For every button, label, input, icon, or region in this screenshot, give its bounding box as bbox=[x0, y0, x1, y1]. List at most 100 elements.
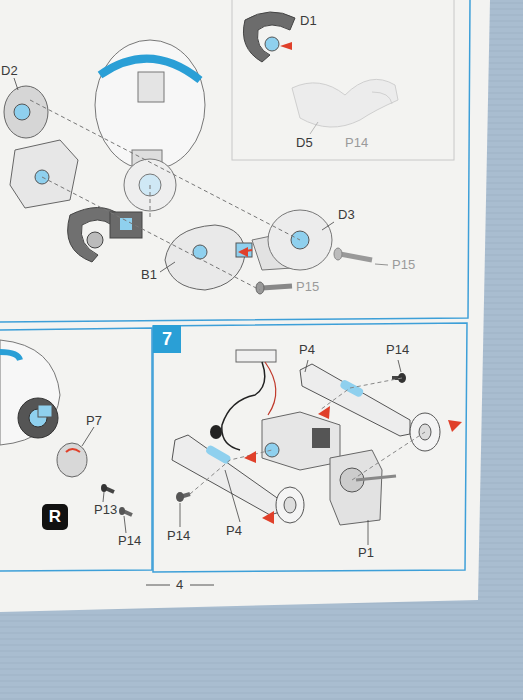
leader-line bbox=[160, 262, 175, 272]
part-label: D2 bbox=[1, 64, 18, 78]
page-number: 4 bbox=[176, 578, 183, 592]
part-label: P4 bbox=[226, 524, 242, 538]
sphere-shell bbox=[0, 340, 60, 445]
guide-line bbox=[320, 378, 402, 410]
inset-parts bbox=[243, 12, 398, 127]
gear-disc bbox=[18, 398, 58, 438]
red-arrowhead bbox=[262, 511, 274, 524]
panel-borders bbox=[0, 0, 470, 572]
step-7-parts bbox=[172, 350, 462, 545]
sphere-hub bbox=[138, 72, 164, 102]
leader-line bbox=[103, 492, 104, 502]
d1-hook bbox=[243, 12, 295, 62]
b1-screw bbox=[256, 282, 292, 294]
wheel-hub bbox=[284, 497, 296, 513]
part-label: D3 bbox=[338, 208, 355, 222]
part-label: D5 bbox=[296, 136, 313, 150]
guide-line bbox=[190, 450, 272, 494]
shell-body bbox=[165, 225, 245, 290]
panel-border bbox=[0, 0, 470, 322]
gear-body bbox=[4, 86, 48, 138]
leader-line bbox=[180, 503, 181, 527]
red-arrowhead bbox=[244, 451, 256, 463]
guide-line bbox=[42, 177, 260, 290]
leader-line bbox=[124, 516, 126, 533]
servo-wire bbox=[222, 362, 265, 450]
leader-line bbox=[375, 264, 388, 265]
guide-lines bbox=[30, 100, 300, 290]
guide-lines bbox=[190, 378, 425, 494]
part-label: P14 bbox=[118, 534, 141, 548]
badge-text: 7 bbox=[162, 329, 172, 350]
guide-line bbox=[352, 432, 425, 480]
screw-head bbox=[176, 492, 184, 502]
p4-wheel bbox=[276, 487, 304, 523]
panel-border bbox=[0, 328, 152, 571]
leader-line bbox=[225, 470, 240, 522]
paper-sheet bbox=[0, 0, 490, 612]
screw-shaft bbox=[340, 254, 372, 260]
blue-band bbox=[0, 352, 20, 360]
screw-head bbox=[334, 248, 342, 260]
wire-plug bbox=[210, 425, 222, 439]
p4-arm bbox=[172, 435, 280, 515]
part-label: D1 bbox=[300, 14, 317, 28]
badge-text: R bbox=[49, 507, 61, 527]
panel-border bbox=[153, 323, 467, 572]
axle-rod bbox=[356, 476, 396, 480]
part-label: P15 bbox=[392, 258, 415, 272]
servo-shaft bbox=[265, 443, 279, 457]
p15-screw bbox=[334, 248, 372, 260]
servo-wire bbox=[265, 362, 276, 415]
leader-line bbox=[14, 78, 18, 90]
p1-frame bbox=[330, 450, 382, 525]
axle bbox=[38, 405, 52, 417]
clamp-socket bbox=[120, 218, 132, 230]
part-label: P7 bbox=[86, 414, 102, 428]
leader-line bbox=[322, 222, 334, 230]
bracket-body bbox=[10, 140, 78, 208]
d5-detail bbox=[372, 92, 392, 104]
servo-tab bbox=[312, 428, 330, 448]
inset-frame bbox=[232, 0, 454, 160]
screw-head bbox=[119, 507, 125, 515]
screw-shaft bbox=[262, 286, 292, 288]
p7-disc bbox=[57, 443, 87, 477]
step-r-parts bbox=[0, 340, 132, 533]
shell-peg bbox=[236, 243, 252, 257]
part-label: P13 bbox=[94, 503, 117, 517]
red-arrowhead bbox=[280, 42, 292, 50]
arm-slot bbox=[339, 379, 364, 398]
body-piece bbox=[10, 140, 78, 208]
screw-head bbox=[256, 282, 264, 294]
guide-line bbox=[30, 100, 300, 240]
clamp-hole bbox=[87, 232, 103, 248]
part-label: P14 bbox=[345, 136, 368, 150]
part-label: P4 bbox=[299, 343, 315, 357]
guide-line bbox=[150, 185, 151, 220]
d5-leg bbox=[292, 79, 398, 127]
part-label: P14 bbox=[386, 343, 409, 357]
d2-part bbox=[4, 86, 48, 138]
servo-body bbox=[262, 412, 340, 470]
leader-line bbox=[368, 520, 369, 545]
screw-head bbox=[101, 484, 107, 492]
part-label: P14 bbox=[167, 529, 190, 543]
red-arrowhead bbox=[448, 420, 462, 432]
part-label: B1 bbox=[141, 268, 157, 282]
step-number-badge: 7 bbox=[153, 325, 181, 353]
p4-arm bbox=[300, 364, 410, 436]
red-arrow bbox=[66, 449, 80, 452]
d3-part bbox=[252, 210, 332, 270]
b1-shell bbox=[165, 225, 252, 290]
leader-line bbox=[305, 360, 308, 372]
part-label: P15 bbox=[296, 280, 319, 294]
leader-line bbox=[310, 122, 318, 134]
shell-pin bbox=[193, 245, 207, 259]
red-arrowhead bbox=[238, 247, 248, 257]
clamp-block bbox=[110, 212, 142, 238]
red-arrowhead bbox=[318, 406, 330, 419]
d1-pin bbox=[265, 37, 279, 51]
